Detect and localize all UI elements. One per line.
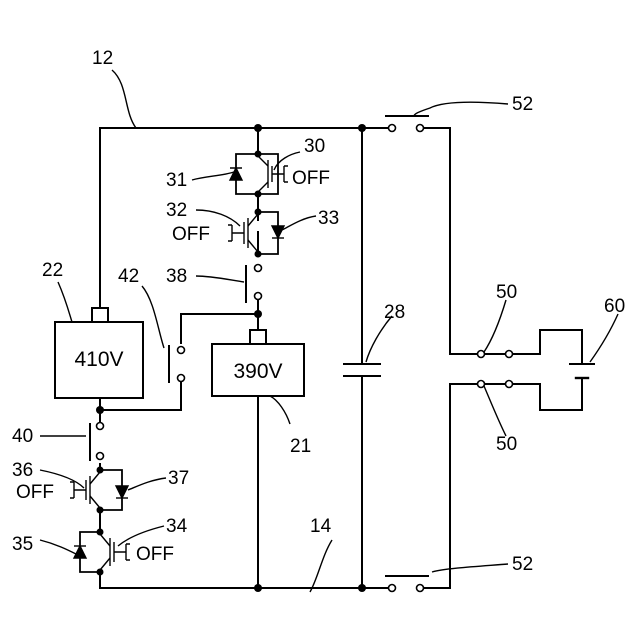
switch-32-33 xyxy=(228,212,284,254)
converter-390: 390V xyxy=(212,330,304,396)
ref-31: 31 xyxy=(166,170,187,191)
relay-40 xyxy=(90,423,104,461)
ref-32: 32 xyxy=(166,200,187,221)
state-sw-30: OFF xyxy=(292,168,330,189)
ref-36: 36 xyxy=(12,460,33,481)
ref-12: 12 xyxy=(92,48,113,69)
leader-lines xyxy=(40,70,618,592)
state-sw-36: OFF xyxy=(16,482,54,503)
relay-38 xyxy=(246,265,262,303)
ref-28: 28 xyxy=(384,302,405,323)
ref-30: 30 xyxy=(304,136,325,157)
switch-36-37 xyxy=(70,470,128,510)
ref-60: 60 xyxy=(604,296,625,317)
ref-14: 14 xyxy=(310,516,332,537)
ref-22: 22 xyxy=(42,260,63,281)
ref-52-top: 52 xyxy=(512,94,533,115)
ref-33: 33 xyxy=(318,208,339,229)
state-sw-34: OFF xyxy=(136,544,174,565)
relay-42 xyxy=(169,346,185,382)
switch-30-31 xyxy=(230,154,288,194)
ref-21: 21 xyxy=(290,436,311,457)
ref-34: 34 xyxy=(166,516,188,537)
state-sw-32: OFF xyxy=(172,224,210,245)
switch-34-35 xyxy=(74,532,130,572)
ref-42: 42 xyxy=(118,266,139,287)
contactor-52-bottom xyxy=(386,576,428,592)
converter-410: 410V xyxy=(55,308,143,398)
ref-38: 38 xyxy=(166,266,187,287)
ref-50-bottom: 50 xyxy=(496,434,517,455)
capacitor-28 xyxy=(344,364,380,376)
ref-40: 40 xyxy=(12,426,33,447)
ref-50-top: 50 xyxy=(496,282,517,303)
ref-35: 35 xyxy=(12,534,33,555)
contactor-50-bottom xyxy=(478,381,513,388)
battery-60 xyxy=(570,364,594,378)
ref-52-bottom: 52 xyxy=(512,554,533,575)
converter-410-voltage: 410V xyxy=(74,348,123,371)
contactor-52-top xyxy=(386,116,428,132)
converter-390-voltage: 390V xyxy=(233,360,282,383)
contactor-50-top xyxy=(478,351,513,358)
ref-37: 37 xyxy=(168,468,189,489)
